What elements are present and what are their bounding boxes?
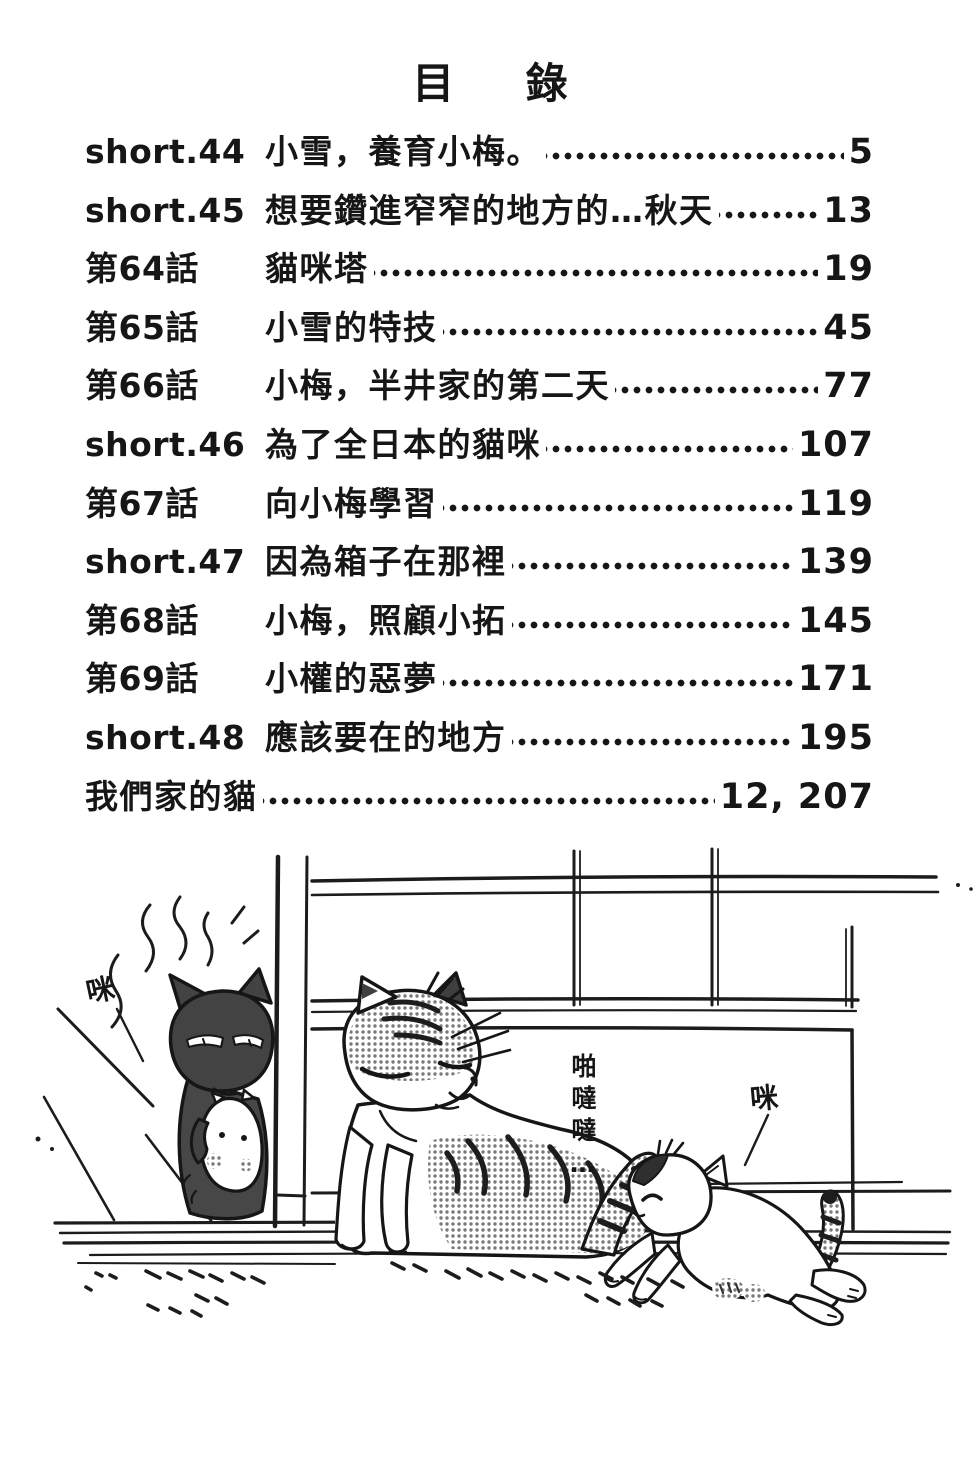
steam-squiggle-lines (109, 895, 260, 1029)
page-title: 目錄 (412, 59, 640, 108)
leader-dots (615, 386, 819, 395)
leader-dots (442, 327, 819, 336)
entry-page: 119 (797, 483, 874, 524)
toc-entry: short.48 應該要在的地方 195 (85, 711, 874, 770)
entry-label: short.46 (85, 424, 246, 464)
leader-dots (262, 796, 715, 805)
entry-title: 小權的惡夢 (265, 659, 438, 699)
toc-entry: 第64話 貓咪塔 19 (85, 242, 874, 301)
toc-entry: short.46 為了全日本的貓咪 107 (85, 418, 874, 477)
door-frame (272, 854, 309, 1229)
entry-page: 45 (823, 307, 874, 348)
entry-title: 小梅，照顧小拓 (265, 600, 507, 640)
entry-title: 為了全日本的貓咪 (265, 424, 541, 464)
entry-title: 小梅，半井家的第二天 (265, 366, 610, 406)
entry-page: 12, 207 (719, 776, 874, 817)
entry-title: 因為箱子在那裡 (265, 542, 507, 582)
entry-title: 向小梅學習 (265, 483, 438, 523)
leader-dots (718, 210, 819, 219)
leader-dots (511, 620, 793, 629)
toc-entry: short.45 想要鑽進窄窄的地方的…秋天 13 (85, 184, 874, 243)
entry-page: 139 (797, 542, 874, 583)
entry-label: short.45 (85, 190, 246, 230)
playing-kitten-illustration (603, 1138, 867, 1327)
leader-dots (442, 503, 793, 512)
entry-label: 第64話 (85, 249, 199, 289)
entry-label: short.48 (85, 717, 246, 757)
cats-illustration: 咪 啪噠噠… 咪 (0, 843, 980, 1473)
entry-label: short.44 (85, 132, 246, 171)
entry-title: 小雪，養育小梅。 (265, 132, 541, 171)
carried-kitten-illustration (182, 1088, 264, 1205)
sfx-meow-right: 咪 (748, 1080, 780, 1117)
entry-page: 107 (797, 424, 874, 465)
entry-page: 19 (823, 249, 874, 290)
leader-dots (442, 679, 793, 688)
entry-label: 第69話 (85, 659, 199, 699)
entry-title: 我們家的貓 (85, 776, 258, 816)
toc-entry: 第69話 小權的惡夢 171 (85, 652, 874, 711)
sfx-pitter-patter: 啪噠噠… (568, 1053, 597, 1185)
leader-dots (511, 737, 793, 746)
entry-title: 貓咪塔 (265, 249, 369, 289)
entry-page: 145 (797, 600, 874, 641)
entry-label: 第68話 (85, 600, 199, 640)
leader-dots (546, 444, 793, 453)
entry-page: 195 (797, 717, 874, 758)
entry-page: 171 (797, 659, 874, 700)
leader-dots (546, 152, 844, 160)
toc-entry: short.44 小雪，養育小梅。 5 (85, 125, 874, 184)
entry-label: 第67話 (85, 483, 199, 523)
toc-entry: 第68話 小梅，照顧小拓 145 (85, 594, 874, 653)
toc-entry: 第65話 小雪的特技 45 (85, 301, 874, 360)
ground-hatches (84, 1261, 685, 1318)
toc-list: short.44 小雪，養育小梅。 5 short.45 想要鑽進窄窄的地方的…… (85, 125, 874, 828)
entry-label: short.47 (85, 542, 246, 582)
entry-title: 小雪的特技 (265, 307, 438, 347)
entry-title: 應該要在的地方 (265, 717, 507, 757)
tabby-cat-illustration (334, 971, 662, 1259)
entry-label: 第66話 (85, 366, 199, 406)
entry-page: 77 (823, 366, 874, 407)
entry-page: 5 (848, 132, 874, 172)
toc-entry: short.47 因為箱子在那裡 139 (85, 535, 874, 594)
toc-entry: 我們家的貓 12, 207 (85, 770, 874, 829)
toc-entry: 第66話 小梅，半井家的第二天 77 (85, 359, 874, 418)
entry-page: 13 (823, 190, 874, 231)
sfx-pointer-lines (115, 1007, 770, 1167)
cats-drawing (35, 847, 973, 1327)
toc-entry: 第67話 向小梅學習 119 (85, 477, 874, 536)
leader-dots (373, 269, 819, 278)
leader-dots (511, 562, 793, 571)
entry-label: 第65話 (85, 307, 199, 347)
entry-title: 想要鑽進窄窄的地方的…秋天 (265, 190, 714, 230)
